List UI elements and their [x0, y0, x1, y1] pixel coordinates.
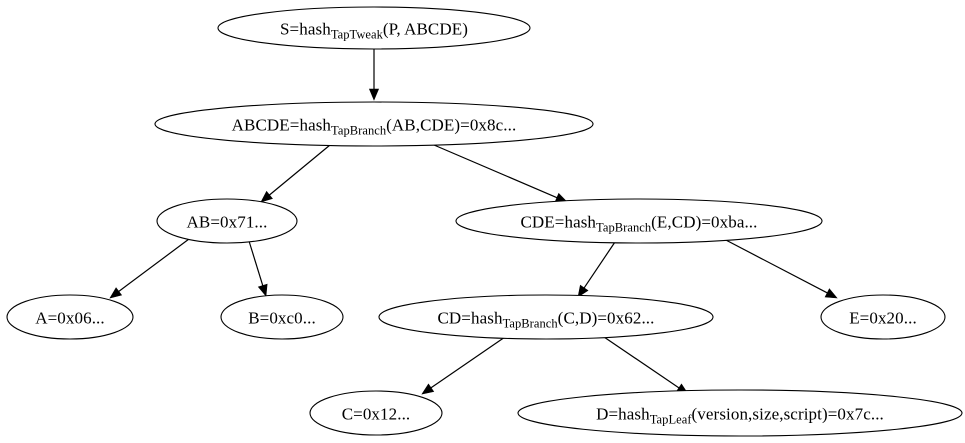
node-ab[interactable] — [156, 198, 298, 244]
arrowhead-ab-to-b — [257, 283, 268, 297]
node-b[interactable] — [220, 294, 344, 340]
node-cd[interactable] — [378, 294, 714, 340]
arrowhead-s-to-abcde — [368, 88, 380, 101]
arrowhead-cde-to-e — [824, 288, 838, 299]
arrowhead-cd-to-c — [421, 383, 435, 395]
edge-ab-to-a — [116, 238, 190, 294]
edge-cde-to-cd — [582, 241, 616, 290]
node-c[interactable] — [309, 390, 443, 436]
arrowhead-abcde-to-ab — [260, 190, 273, 203]
edge-cd-to-d — [603, 336, 681, 390]
node-s[interactable] — [217, 6, 531, 50]
arrowhead-cde-to-cd — [577, 284, 589, 298]
edge-abcde-to-ab — [267, 144, 331, 197]
node-d[interactable] — [517, 389, 963, 437]
edge-cde-to-e — [721, 237, 830, 295]
edges-layer — [109, 49, 838, 395]
edge-cd-to-c — [429, 336, 506, 390]
node-cde[interactable] — [455, 198, 823, 244]
node-a[interactable] — [6, 294, 134, 340]
edge-ab-to-b — [248, 240, 264, 288]
nodes-layer — [6, 6, 963, 437]
node-e[interactable] — [820, 294, 946, 340]
edge-abcde-to-cde — [433, 144, 559, 200]
arrowhead-ab-to-a — [109, 287, 123, 299]
node-abcde[interactable] — [154, 101, 594, 147]
